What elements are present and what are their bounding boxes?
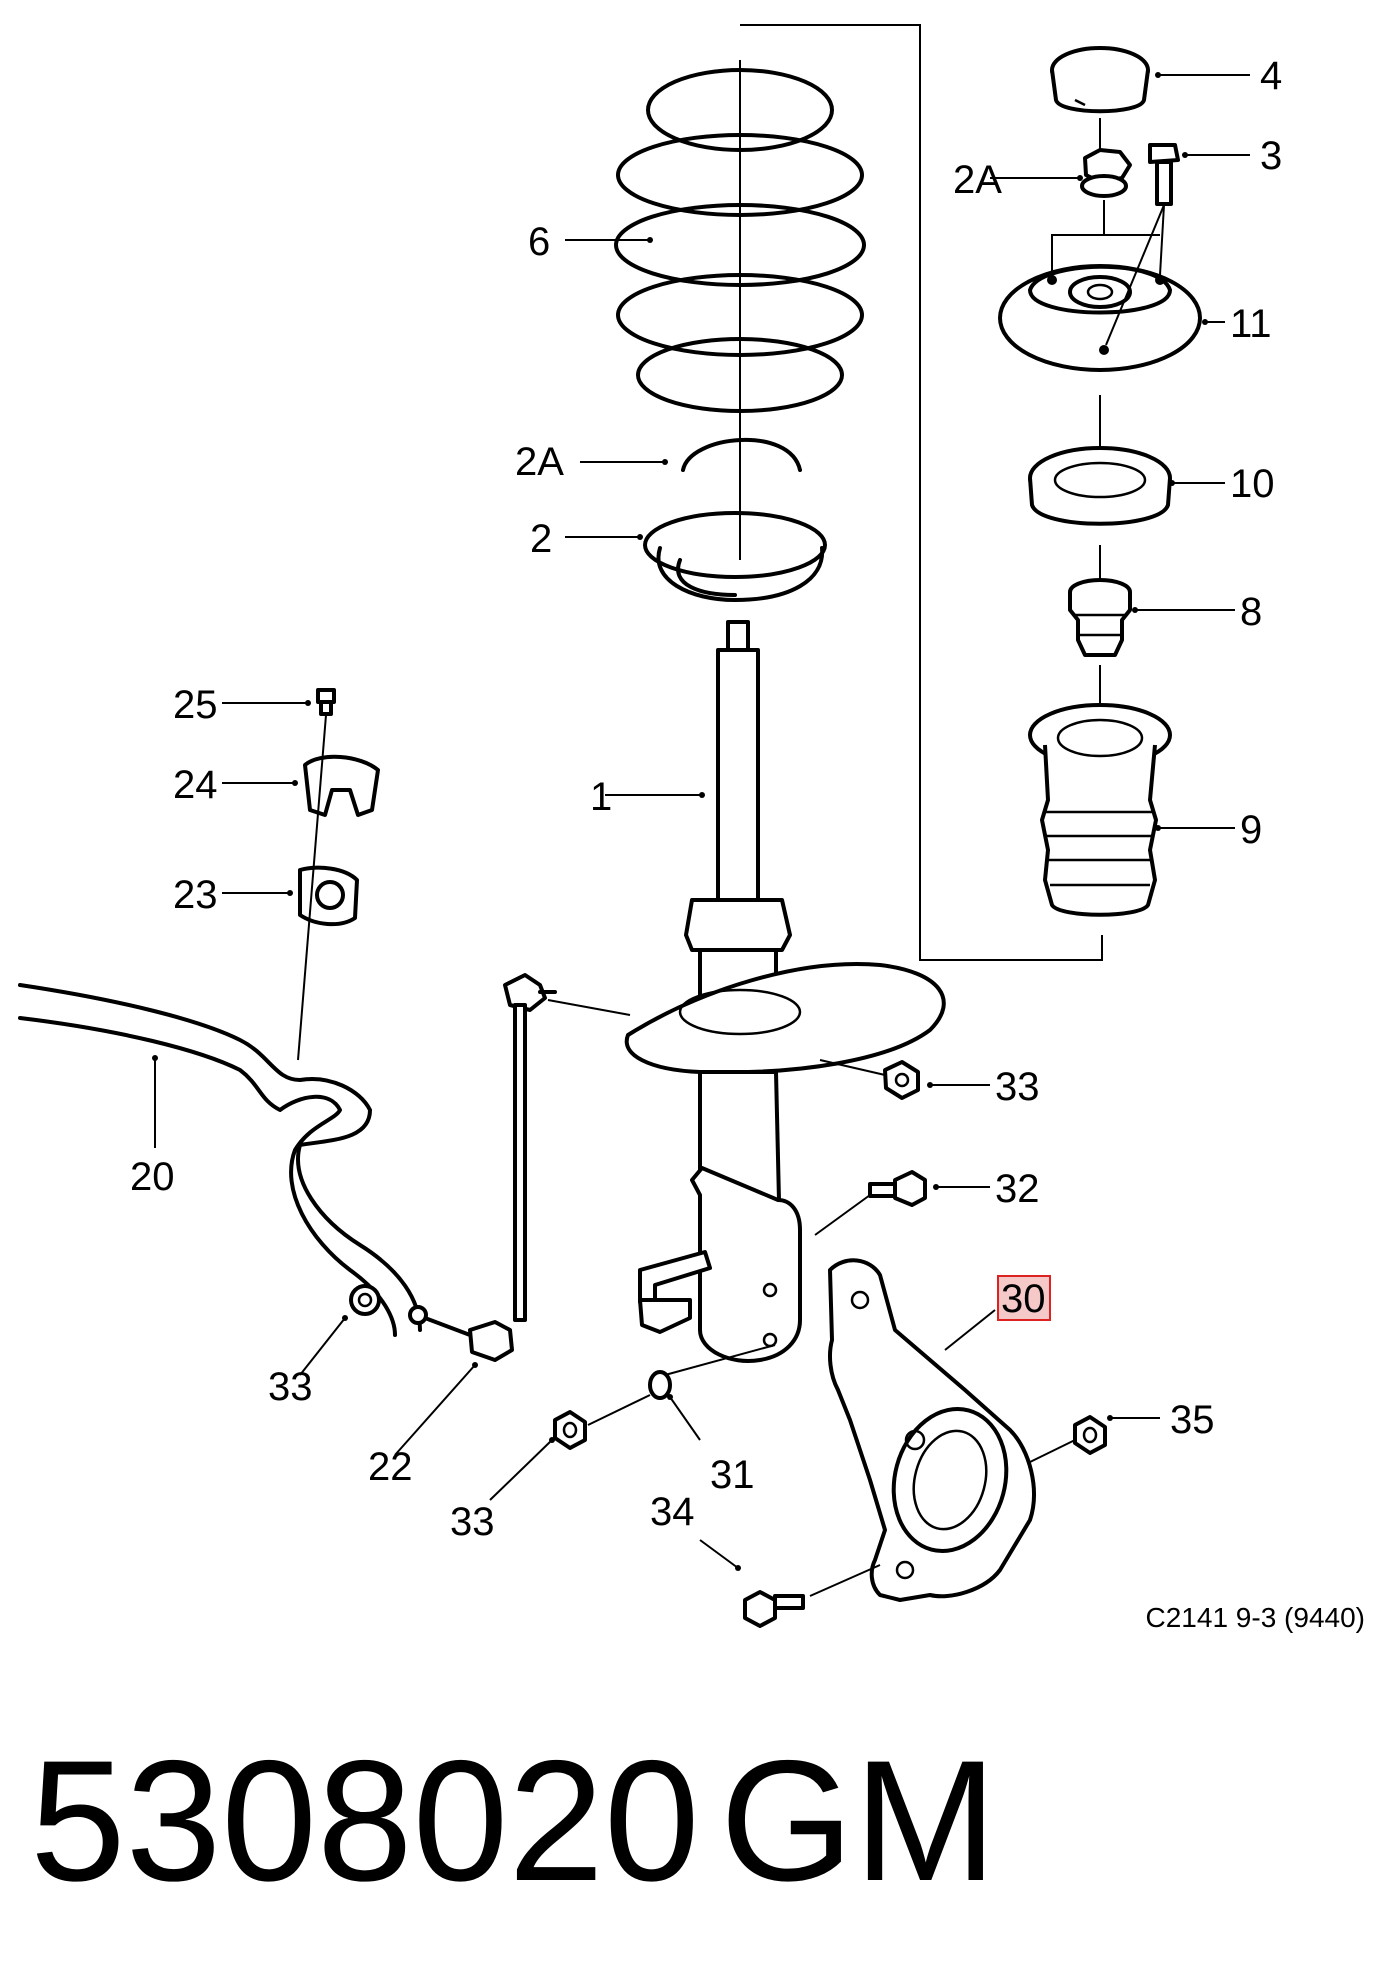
washer-part-32 — [648, 1370, 672, 1400]
callout-3: 2A — [953, 158, 1002, 202]
bump-stop-part-8 — [1068, 545, 1132, 657]
callout-5: 4 — [1260, 54, 1282, 98]
callout-32: 31 — [710, 1453, 755, 1497]
callout-2A-text: 2A — [515, 440, 564, 484]
callout-35: 35 — [1170, 1398, 1215, 1442]
nut-part-33-plate — [883, 1060, 920, 1100]
callout-22: 23 — [173, 873, 218, 917]
callout-31: 32 — [995, 1167, 1040, 1211]
bolt-part-25 — [316, 688, 336, 716]
highlight-box-30 — [997, 1275, 1051, 1321]
callout-leaders — [152, 72, 1250, 1571]
callout-34: 34 — [650, 1490, 695, 1534]
callout-10: 10 — [1230, 462, 1275, 506]
callout-25: 25 — [173, 683, 218, 727]
callout-6: 6 — [528, 220, 550, 264]
strut-mount-part-11 — [998, 264, 1202, 372]
bolt-part-34 — [743, 1590, 805, 1628]
bolt-part-31 — [868, 1170, 927, 1207]
callout-2: 2 — [530, 517, 552, 561]
nut-part-33-bar — [349, 1284, 381, 1316]
bushing-part-22 — [298, 865, 359, 927]
callout-30: 30 — [1001, 1277, 1046, 1321]
callout-9: 9 — [1240, 808, 1262, 852]
shock-absorber-part-1 — [624, 620, 946, 1363]
callout-23: 24 — [173, 763, 218, 807]
callout-label-2A: 2A — [515, 440, 564, 484]
spring-seat-part-2 — [643, 511, 827, 602]
bracket-part-23 — [303, 754, 380, 817]
top-nut-part-3 — [1080, 148, 1132, 198]
steering-knuckle-part-30 — [828, 1258, 1036, 1602]
stabilizer-link-part-24 — [408, 973, 557, 1362]
part-number: 5308020 — [30, 1725, 700, 1917]
strut-bearing-part-10 — [1028, 395, 1172, 526]
mount-bolt-part-4 — [1148, 143, 1180, 206]
callout-33-a: 33 — [995, 1065, 1040, 1109]
nut-part-33-lower — [553, 1410, 587, 1450]
dust-boot-part-9 — [1028, 665, 1172, 917]
stabilizer-bar-part-20 — [18, 983, 422, 1337]
nut-part-35 — [1073, 1415, 1107, 1455]
diagram-reference-code: C2141 9-3 (9440) — [1146, 1602, 1365, 1633]
callout-33-c: 33 — [450, 1500, 495, 1544]
callout-33-b: 33 — [268, 1365, 313, 1409]
callout-1: 1 — [590, 775, 612, 819]
callout-8: 8 — [1240, 590, 1262, 634]
callout-4: 3 — [1260, 134, 1282, 178]
callout-20: 20 — [130, 1155, 175, 1199]
dust-cap-part-5 — [1050, 46, 1150, 114]
brand-name: GM — [720, 1725, 997, 1917]
callout-24: 22 — [368, 1445, 413, 1489]
spring-clip-part-2a — [681, 438, 802, 472]
callout-11: 11 — [1230, 302, 1272, 346]
